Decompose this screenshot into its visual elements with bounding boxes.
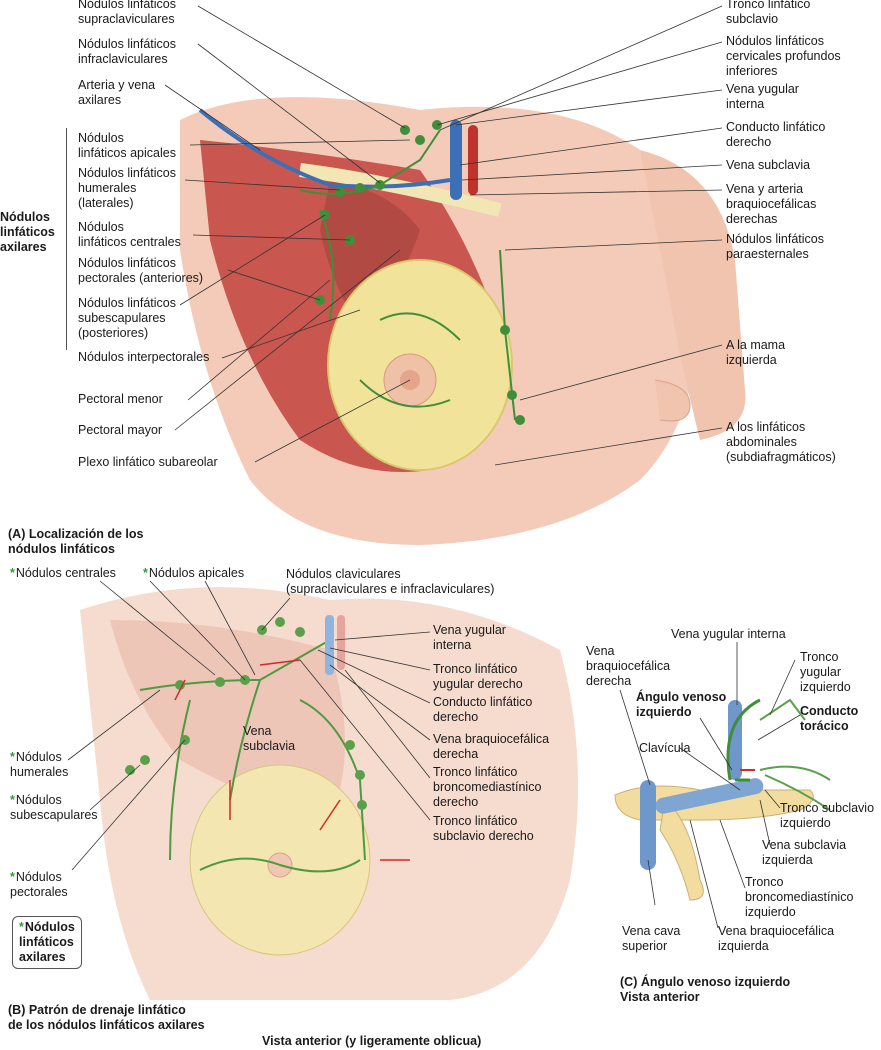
lymph-trunks-c [759,698,831,811]
pectoralis-minor-a [320,180,420,330]
label-c-vena-yugular-interna: Vena yugular interna [671,627,786,641]
label-c-tronco-bronco: Tronco broncomediastínico izquierdo [745,875,854,919]
label-b-nodulos-apicales-text: Nódulos apicales [148,566,245,580]
label-b-conducto-linfatico-derecho: Conducto linfático derecho [433,695,533,724]
label-c-vena-braquio-izq: Vena braquiocefálica izquierda [718,924,835,953]
label-conducto-linfatico-derecho-a: Conducto linfático derecho [726,120,826,149]
label-nodulos-supraclaviculares: Nódulos linfáticos supraclaviculares [78,0,176,26]
label-b-nodulos-subescapulares: *Nódulos subescapulares [10,793,98,822]
label-b-nodulos-centrales-text: Nódulos centrales [15,566,116,580]
label-vena-arteria-braquiocefalicas: Vena y arteria braquiocefálicas derechas [726,182,817,226]
label-nodulos-axilares-group: Nódulos linfáticos axilares [0,210,55,254]
leader-lines-a [164,5,723,466]
label-pectoral-menor: Pectoral menor [78,392,163,406]
label-c-tronco-subclavio: Tronco subclavio izquierdo [780,801,875,830]
label-c-vena-braquio-derecha: Vena braquiocefálica derecha [586,644,671,688]
panel-a-illustration [164,5,746,545]
view-label: Vista anterior (y ligeramente oblicua) [262,1034,482,1048]
jugular-vein-b [325,615,334,675]
label-pectoral-mayor: Pectoral mayor [78,423,163,437]
axillary-vein-a [198,108,451,189]
label-b-tronco-subclavio-derecho: Tronco linfático subclavio derecho [433,814,534,843]
label-nodulos-paraesternales: Nódulos linfáticos paraesternales [726,232,824,261]
label-b-tronco-yugular-derecho: Tronco linfático yugular derecho [433,662,523,691]
label-plexo-subareolar: Plexo linfático subareolar [78,455,218,469]
label-nodulos-interpectorales: Nódulos interpectorales [78,350,210,364]
label-tronco-linfatico-subclavio: Tronco linfático subclavio [726,0,811,26]
label-nodulos-infraclaviculares: Nódulos linfáticos infraclaviculares [78,37,176,66]
lymph-nodes-b [125,617,367,810]
panel-c-illustration [614,642,831,929]
label-b-vena-yugular-interna: Vena yugular interna [433,623,506,652]
label-b-nodulos-subescapulares-text: Nódulos subescapulares [10,793,98,822]
thoracic-duct-c [726,698,761,782]
jugular-vein-a [450,120,462,200]
axillary-group-brace [66,128,67,350]
label-b-tronco-broncomediastinico: Tronco linfático broncomediastínico dere… [433,765,542,809]
label-nodulos-pectorales: Nódulos linfáticos pectorales (anteriore… [78,256,204,285]
label-a-la-mama-izquierda: A la mama izquierda [726,338,786,367]
caption-panel-c: (C) Ángulo venoso izquierdo Vista anteri… [620,975,791,1004]
label-c-clavicula: Clavícula [639,741,691,755]
label-arteria-vena-axilares: Arteria y vena axilares [78,78,156,107]
label-b-nodulos-humerales-text: Nódulos humerales [10,750,69,779]
carotid-artery-b [337,615,345,670]
leader-lines-c [619,642,801,929]
carotid-artery-a [468,125,478,195]
label-vena-subclavia-a: Vena subclavia [726,158,811,172]
label-nodulos-centrales: Nódulos linfáticos centrales [78,220,181,249]
label-a-linfaticos-abdominales: A los linfáticos abdominales (subdiafrag… [726,420,836,464]
label-b-nodulos-axilares-box: *Nódulos linfáticos axilares [12,916,82,969]
right-shoulder-a [640,150,746,440]
lymph-vessels-b [139,639,366,873]
label-b-nodulos-axilares-text: Nódulos linfáticos axilares [19,920,75,964]
label-vena-yugular-interna-a: Vena yugular interna [726,82,799,111]
vena-cava-c [640,780,656,870]
label-c-conducto-toracico: Conducto torácico [800,704,859,733]
label-b-nodulos-centrales: *Nódulos centrales [10,566,116,580]
label-nodulos-subescapulares: Nódulos linfáticos subescapulares (poste… [78,296,176,340]
left-breast-outline-a [654,379,691,422]
label-b-nodulos-claviculares: Nódulos claviculares (supraclaviculares … [286,567,495,596]
label-b-nodulos-pectorales: *Nódulos pectorales [10,870,68,899]
label-nodulos-apicales: Nódulos linfáticos apicales [78,131,176,160]
caption-panel-a: (A) Localización de los nódulos linfátic… [8,527,144,556]
sternum-c [659,799,704,901]
label-c-tronco-yugular: Tronco yugular izquierdo [800,650,851,694]
label-b-nodulos-humerales: *Nódulos humerales [10,750,69,779]
label-c-vena-cava: Vena cava superior [622,924,681,953]
label-b-vena-subclavia: Vena subclavia [243,724,296,753]
label-b-vena-braquiocefalica-derecha: Vena braquiocefálica derecha [433,732,550,761]
label-b-nodulos-apicales: *Nódulos apicales [143,566,245,580]
drainage-arrows-b [174,659,410,861]
panel-b-illustration [67,580,578,1000]
label-c-vena-subclavia: Vena subclavia izquierda [762,838,847,867]
label-c-angulo-venoso: Ángulo venoso izquierdo [636,690,727,719]
label-b-nodulos-pectorales-text: Nódulos pectorales [10,870,68,899]
leader-lines-b [67,580,431,871]
label-nodulos-cervicales-profundos: Nódulos linfáticos cervicales profundos … [726,34,841,78]
caption-panel-b: (B) Patrón de drenaje linfático de los n… [8,1003,205,1032]
label-nodulos-humerales: Nódulos linfáticos humerales (laterales) [78,166,176,210]
